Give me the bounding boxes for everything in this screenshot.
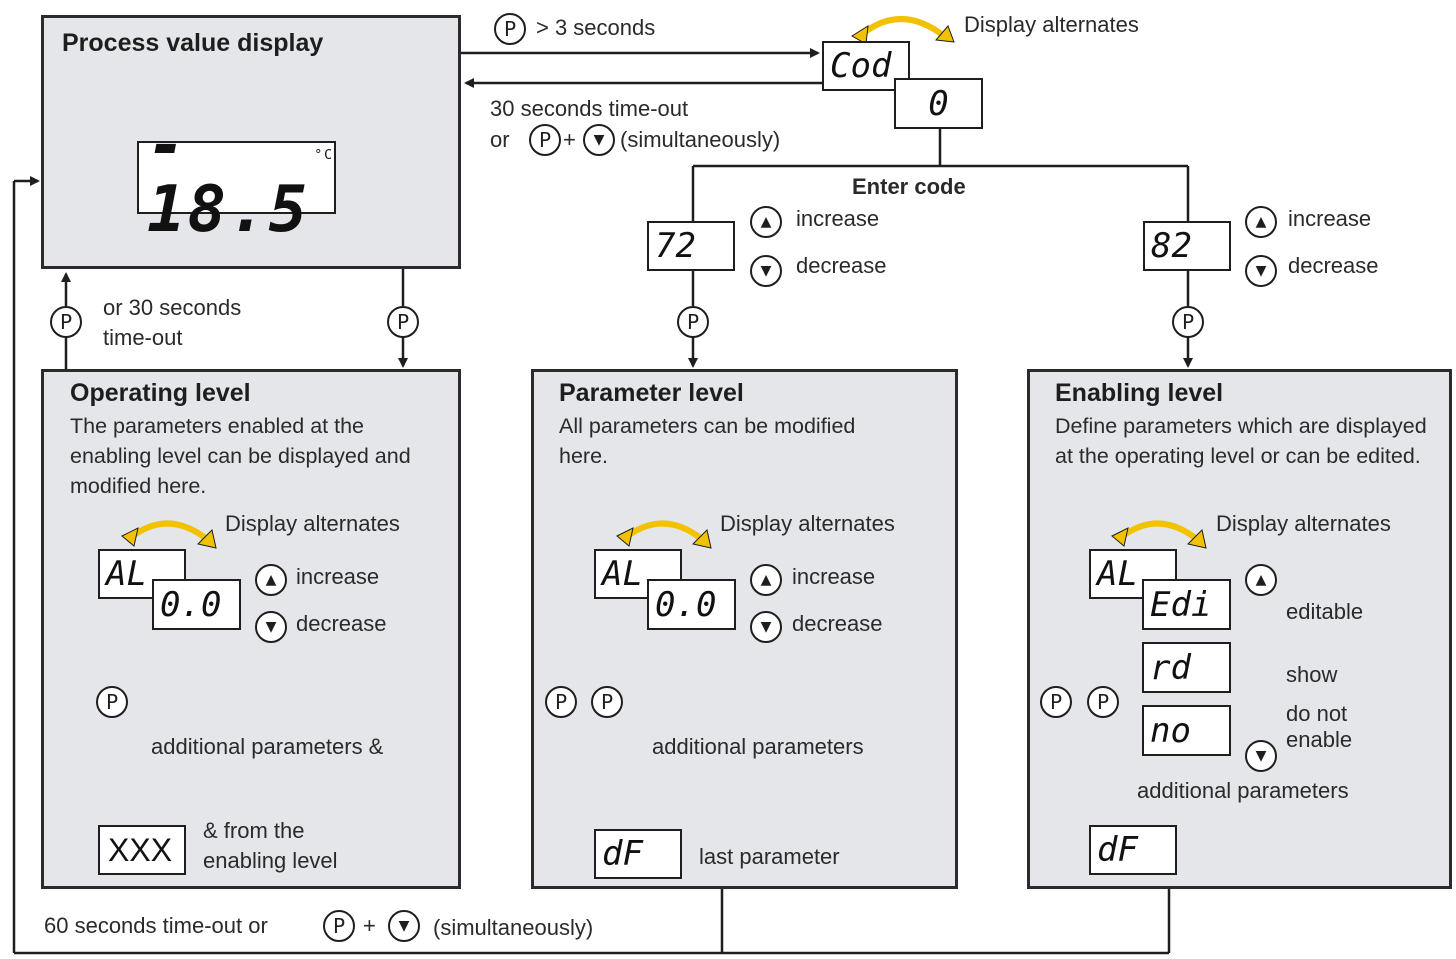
code-timeout-label: 30 seconds time-out bbox=[490, 96, 689, 121]
enabling-show-display: rd bbox=[1142, 642, 1231, 693]
parameter-last-label: last parameter bbox=[699, 844, 840, 869]
up-arrow-button-icon: ▲ bbox=[1245, 206, 1277, 238]
p-button-icon: P bbox=[96, 686, 128, 718]
p-button-icon: P bbox=[529, 124, 561, 156]
code-72-decrease-label: decrease bbox=[796, 253, 887, 278]
down-arrow-button-icon: ▼ bbox=[750, 611, 782, 643]
enabling-level-title: Enabling level bbox=[1055, 379, 1224, 407]
operating-last-display: XXX bbox=[98, 825, 186, 875]
enabling-editable-label: editable bbox=[1286, 599, 1364, 624]
up-arrow-button-icon: ▲ bbox=[1245, 564, 1277, 596]
parameter-last-display: dF bbox=[594, 829, 682, 879]
down-arrow-button-icon: ▼ bbox=[750, 255, 782, 287]
p-button-icon: P bbox=[1040, 686, 1072, 718]
bottom-simultaneously-label: (simultaneously) bbox=[433, 915, 594, 940]
parameter-decrease-label: decrease bbox=[792, 611, 883, 636]
alternate-arrow-icon bbox=[1111, 520, 1207, 549]
code-timeout-or: or bbox=[490, 127, 510, 152]
p-button-icon: P bbox=[323, 910, 355, 942]
enabling-last-display: dF bbox=[1089, 825, 1177, 875]
up-arrow-button-icon: ▲ bbox=[750, 206, 782, 238]
p-button-icon: P bbox=[387, 306, 419, 338]
down-arrow-button-icon: ▼ bbox=[1245, 740, 1277, 772]
p-button-icon: P bbox=[1172, 306, 1204, 338]
code-82-increase-label: increase bbox=[1288, 206, 1372, 231]
parameter-level-panel bbox=[531, 369, 958, 889]
operating-decrease-label: decrease bbox=[296, 611, 387, 636]
operating-from-label-2: enabling level bbox=[203, 848, 338, 873]
down-arrow-button-icon: ▼ bbox=[255, 611, 287, 643]
p-button-icon: P bbox=[494, 13, 526, 45]
code-value-display: 0 bbox=[894, 78, 983, 129]
enabling-display-alternates: Display alternates bbox=[1216, 511, 1391, 536]
operating-increase-label: increase bbox=[296, 564, 380, 589]
operating-value-display: 0.0 bbox=[152, 579, 241, 630]
operating-level-panel bbox=[41, 369, 461, 889]
down-arrow-button-icon: ▼ bbox=[388, 910, 420, 942]
parameter-increase-label: increase bbox=[792, 564, 876, 589]
enabling-level-panel bbox=[1027, 369, 1452, 889]
down-arrow-button-icon: ▼ bbox=[1245, 255, 1277, 287]
parameter-level-description: All parameters can be modified here. bbox=[559, 414, 856, 468]
bottom-plus-sign: + bbox=[363, 913, 376, 938]
alternate-arrow-icon bbox=[121, 520, 217, 549]
down-arrow-button-icon: ▼ bbox=[583, 124, 615, 156]
process-value-display: - 18.5 °C bbox=[137, 114, 336, 242]
bottom-timeout-label: 60 seconds time-out or bbox=[44, 913, 268, 938]
process-value-readout: - 18.5 bbox=[147, 108, 310, 247]
p-button-icon: P bbox=[545, 686, 577, 718]
parameter-additional-label: additional parameters bbox=[652, 734, 864, 759]
plus-sign: + bbox=[563, 127, 576, 152]
operating-level-description: The parameters enabled at the enabling l… bbox=[70, 414, 411, 498]
code-72-display: 72 bbox=[647, 221, 735, 271]
enabling-no-display: no bbox=[1142, 705, 1231, 756]
hold-duration-label: > 3 seconds bbox=[536, 15, 656, 40]
operating-display-alternates: Display alternates bbox=[225, 511, 400, 536]
operating-additional-label: additional parameters & bbox=[151, 734, 384, 759]
enabling-no-label-1: do not bbox=[1286, 701, 1348, 726]
up-arrow-button-icon: ▲ bbox=[750, 564, 782, 596]
process-value-title: Process value display bbox=[62, 29, 324, 57]
process-value-unit: °C bbox=[314, 148, 334, 163]
code-72-increase-label: increase bbox=[796, 206, 880, 231]
p-button-icon: P bbox=[591, 686, 623, 718]
code-82-display: 82 bbox=[1143, 221, 1231, 271]
simultaneously-label: (simultaneously) bbox=[620, 127, 781, 152]
enabling-no-label-2: enable bbox=[1286, 727, 1353, 752]
enabling-level-description: Define parameters which are displayed at… bbox=[1055, 414, 1427, 468]
p-button-icon: P bbox=[677, 306, 709, 338]
enabling-show-label: show bbox=[1286, 662, 1338, 687]
display-alternates-label: Display alternates bbox=[964, 12, 1139, 37]
operating-from-label-1: & from the bbox=[203, 818, 305, 843]
return-timeout-label-1: or 30 seconds bbox=[103, 295, 242, 320]
code-82-decrease-label: decrease bbox=[1288, 253, 1379, 278]
up-arrow-button-icon: ▲ bbox=[255, 564, 287, 596]
enabling-edit-display: Edi bbox=[1142, 579, 1231, 630]
alternate-arrow-icon bbox=[851, 16, 955, 45]
parameter-value-display: 0.0 bbox=[647, 579, 736, 630]
alternate-arrow-icon bbox=[616, 520, 712, 549]
p-button-icon: P bbox=[50, 306, 82, 338]
p-button-icon: P bbox=[1087, 686, 1119, 718]
enter-code-label: Enter code bbox=[852, 174, 966, 199]
enabling-additional-label: additional parameters bbox=[1137, 778, 1349, 803]
operating-level-title: Operating level bbox=[70, 379, 251, 407]
parameter-level-title: Parameter level bbox=[559, 379, 744, 407]
return-timeout-label-2: time-out bbox=[103, 325, 183, 350]
parameter-display-alternates: Display alternates bbox=[720, 511, 895, 536]
